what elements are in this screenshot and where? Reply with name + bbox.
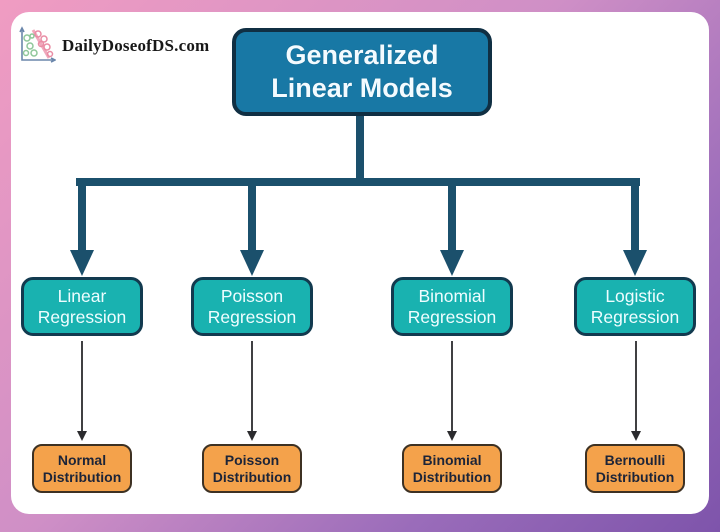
node-binomial-distribution: Binomial Distribution — [402, 444, 502, 493]
node-poisson-regression: Poisson Regression — [191, 277, 313, 336]
node-poisson-distribution: Poisson Distribution — [202, 444, 302, 493]
title-line-1: Generalized — [285, 40, 439, 70]
node-generalized-linear-models: Generalized Linear Models — [232, 28, 492, 116]
scatter-plot-icon — [19, 26, 56, 63]
node-label: Normal Distribution — [42, 451, 122, 485]
node-label: Binomial Regression — [407, 285, 497, 327]
node-label: Poisson Distribution — [212, 451, 292, 485]
brand-name: DailyDoseofDS.com — [62, 36, 210, 55]
node-label: Poisson Regression — [207, 285, 297, 327]
node-label: Logistic Regression — [590, 285, 680, 327]
node-logistic-regression: Logistic Regression — [574, 277, 696, 336]
node-bernoulli-distribution: Bernoulli Distribution — [585, 444, 685, 493]
node-linear-regression: Linear Regression — [21, 277, 143, 336]
node-label: Bernoulli Distribution — [595, 451, 675, 485]
title-line-2: Linear Models — [271, 73, 453, 103]
brand-logo: DailyDoseofDS.com — [16, 26, 209, 66]
node-label: Binomial Distribution — [412, 451, 492, 485]
node-normal-distribution: Normal Distribution — [32, 444, 132, 493]
node-binomial-regression: Binomial Regression — [391, 277, 513, 336]
node-label: Linear Regression — [37, 285, 127, 327]
